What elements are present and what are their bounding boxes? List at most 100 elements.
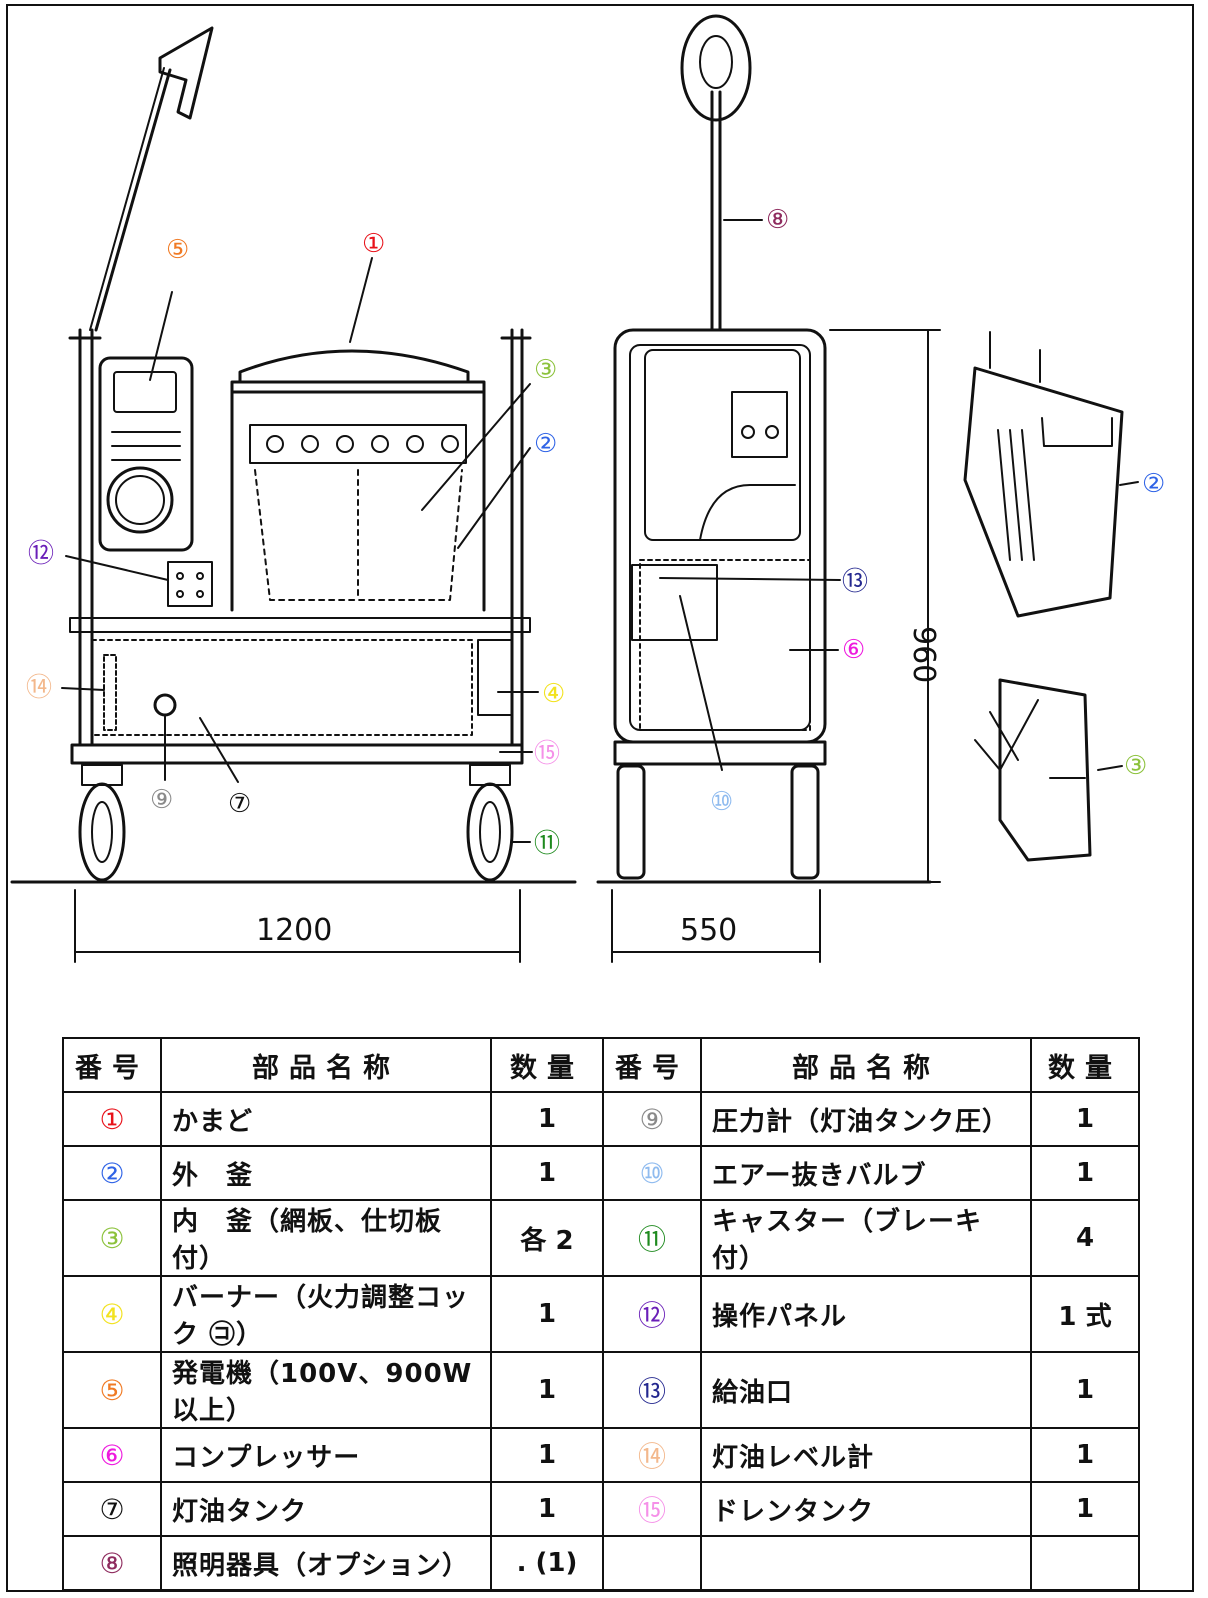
part-qty: 1 xyxy=(490,1275,604,1353)
part-name: エアー抜きバルブ xyxy=(700,1145,1032,1201)
control-panel-front xyxy=(167,561,213,607)
dimension-height: 960 xyxy=(906,626,941,683)
table-row: ⑥ コンプレッサー 1 ⑭ 灯油レベル計 1 xyxy=(62,1427,1140,1483)
part-number: ⑦ xyxy=(62,1481,162,1537)
callout-15: ⑮ xyxy=(534,739,560,769)
part-name: ドレンタンク xyxy=(700,1481,1032,1537)
header-number-left: 番号 xyxy=(62,1037,162,1093)
part-qty: 1 xyxy=(490,1145,604,1201)
part-number: ⑩ xyxy=(602,1145,702,1201)
caster-front-right xyxy=(466,782,514,882)
part-number: ⑬ xyxy=(602,1351,702,1429)
part-name: 発電機（100V、900W以上） xyxy=(160,1351,492,1429)
header-qty-left: 数量 xyxy=(490,1037,604,1093)
part-name: 操作パネル xyxy=(700,1275,1032,1353)
part-number: ⑮ xyxy=(602,1481,702,1537)
caster-side-right xyxy=(790,764,820,880)
pressure-gauge xyxy=(153,693,177,717)
table-row: ④ バーナー（火力調整コック ㋙） 1 ⑫ 操作パネル 1 式 xyxy=(62,1275,1140,1353)
fuel-inlet-box xyxy=(631,564,718,641)
net-plate xyxy=(249,424,467,464)
part-name: 灯油タンク xyxy=(160,1481,492,1537)
callout-5: ⑤ xyxy=(166,235,189,265)
part-name: 外 釜 xyxy=(160,1145,492,1201)
leader-lines xyxy=(61,219,1139,843)
part-name: コンプレッサー xyxy=(160,1427,492,1483)
table-header-row: 番号 部品名称 数量 番号 部品名称 数量 xyxy=(62,1037,1140,1093)
lamp-head-side xyxy=(680,14,752,122)
part-qty: 1 xyxy=(1030,1427,1140,1483)
callout-7: ⑦ xyxy=(228,789,251,819)
callout-6: ⑥ xyxy=(842,635,865,665)
table-row: ③ 内 釜（網板、仕切板付） 各 2 ⑪ キャスター（ブレーキ付） 4 xyxy=(62,1199,1140,1277)
callout-3-pot: ③ xyxy=(1124,751,1147,781)
part-name: 照明器具（オプション） xyxy=(160,1535,492,1591)
callout-14: ⑭ xyxy=(26,673,52,703)
kerosene-tank xyxy=(91,639,473,736)
caster-front-left xyxy=(78,782,126,882)
part-qty: 1 xyxy=(1030,1351,1140,1429)
part-qty: 1 xyxy=(490,1091,604,1147)
part-qty: 1 xyxy=(1030,1145,1140,1201)
part-number: ⑧ xyxy=(62,1535,162,1591)
callout-13: ⑬ xyxy=(842,567,868,597)
part-number: ② xyxy=(62,1145,162,1201)
callout-4: ④ xyxy=(542,679,565,709)
lamp-pole-front xyxy=(94,68,172,332)
callout-1: ① xyxy=(362,229,385,259)
table-row: ② 外 釜 1 ⑩ エアー抜きバルブ 1 xyxy=(62,1145,1140,1201)
part-name: かまど xyxy=(160,1091,492,1147)
part-number: ③ xyxy=(62,1199,162,1277)
generator-side xyxy=(644,349,801,541)
generator-fan xyxy=(106,466,174,534)
part-name: 圧力計（灯油タンク圧） xyxy=(700,1091,1032,1147)
callout-3-front: ③ xyxy=(534,355,557,385)
part-name: バーナー（火力調整コック ㋙） xyxy=(160,1275,492,1353)
part-name: 給油口 xyxy=(700,1351,1032,1429)
part-name: キャスター（ブレーキ付） xyxy=(700,1199,1032,1277)
middle-shelf xyxy=(69,617,531,633)
dimension-width-side: 550 xyxy=(680,913,737,948)
part-qty: 1 xyxy=(490,1351,604,1429)
caster-side-left xyxy=(616,764,646,880)
part-name: 灯油レベル計 xyxy=(700,1427,1032,1483)
dimension-lines xyxy=(74,329,941,963)
table-row: ① かまど 1 ⑨ 圧力計（灯油タンク圧） 1 xyxy=(62,1091,1140,1147)
table-row: ⑧ 照明器具（オプション） . (1) xyxy=(62,1535,1140,1591)
part-number: ⑪ xyxy=(602,1199,702,1277)
equipment-drawing: ① ② ② ③ ③ ④ ⑤ ⑥ ⑦ ⑧ ⑨ ⑩ ⑪ ⑫ ⑬ ⑭ ⑮ 1200 5… xyxy=(10,14,1165,963)
side-view xyxy=(613,14,827,880)
callout-9: ⑨ xyxy=(150,785,173,815)
callout-10: ⑩ xyxy=(710,787,733,817)
outer-pot-drawing xyxy=(963,331,1124,618)
callout-8: ⑧ xyxy=(766,205,789,235)
part-qty: 各 2 xyxy=(490,1199,604,1277)
part-number: ① xyxy=(62,1091,162,1147)
part-qty: . (1) xyxy=(490,1535,604,1591)
generator-body xyxy=(98,356,194,552)
callout-12: ⑫ xyxy=(28,539,54,569)
header-qty-right: 数量 xyxy=(1030,1037,1140,1093)
header-name-right: 部品名称 xyxy=(700,1037,1032,1093)
header-number-right: 番号 xyxy=(602,1037,702,1093)
part-qty: 1 xyxy=(490,1481,604,1537)
part-number: ⑫ xyxy=(602,1275,702,1353)
part-number xyxy=(602,1535,702,1591)
callout-11: ⑪ xyxy=(534,829,560,859)
part-number: ④ xyxy=(62,1275,162,1353)
inner-pot-outline xyxy=(254,469,463,601)
front-view xyxy=(68,26,532,882)
dimension-width-front: 1200 xyxy=(256,913,332,948)
callout-2-pot: ② xyxy=(1142,469,1165,499)
part-qty: 1 式 xyxy=(1030,1275,1140,1353)
lamp-head-front xyxy=(158,26,214,120)
table-row: ⑤ 発電機（100V、900W以上） 1 ⑬ 給油口 1 xyxy=(62,1351,1140,1429)
kamado-lid xyxy=(238,349,470,384)
part-qty: 1 xyxy=(1030,1481,1140,1537)
parts-table: 番号 部品名称 数量 番号 部品名称 数量 ① かまど 1 ⑨ 圧力計（灯油タン… xyxy=(62,1037,1140,1591)
part-name xyxy=(700,1535,1032,1591)
part-number: ⑨ xyxy=(602,1091,702,1147)
part-qty: 1 xyxy=(490,1427,604,1483)
part-qty: 1 xyxy=(1030,1091,1140,1147)
inner-pot-drawing xyxy=(974,678,1092,862)
